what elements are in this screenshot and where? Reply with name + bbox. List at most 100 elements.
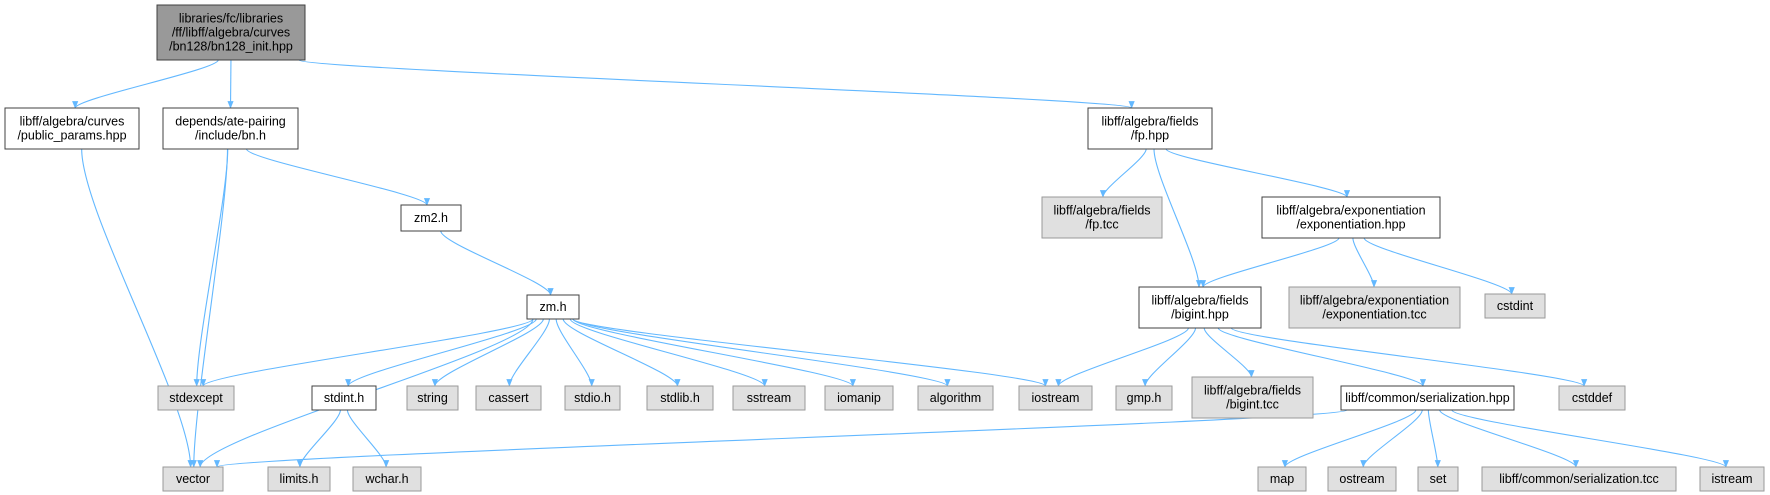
node-box xyxy=(526,294,580,320)
node-cstdint: cstdint xyxy=(1484,293,1546,319)
node-string: string xyxy=(406,385,459,411)
edge-serial_hpp-to-ostream xyxy=(1360,409,1423,468)
node-label: gmp.h xyxy=(1127,391,1162,405)
node-stdexcept: stdexcept xyxy=(157,385,235,411)
edge-zm_h-to-sstream xyxy=(569,318,768,387)
node-box xyxy=(1018,385,1093,411)
node-iomanip: iomanip xyxy=(824,385,894,411)
edge-zm_h-to-string xyxy=(431,318,544,387)
node-box xyxy=(1288,286,1461,329)
node-box xyxy=(732,385,806,411)
node-box xyxy=(1191,376,1314,419)
node-algorithm: algorithm xyxy=(917,385,994,411)
node-box xyxy=(157,385,235,411)
node-stdio-h: stdio.h xyxy=(564,385,621,411)
node-label: /exponentiation.tcc xyxy=(1322,308,1426,322)
node-box xyxy=(564,385,621,411)
edge-bn_h-to-vector xyxy=(190,148,229,468)
edge-zm_h-to-cassert xyxy=(506,318,550,387)
node-exp-hpp[interactable]: libff/algebra/exponentiation/exponentiat… xyxy=(1261,196,1441,239)
node-box xyxy=(1115,385,1173,411)
edge-zm2_h-to-zm_h xyxy=(440,230,554,296)
node-limits-h: limits.h xyxy=(267,466,331,492)
edge-exp_hpp-to-bigint_hpp xyxy=(1200,237,1340,288)
node-label: libff/algebra/curves xyxy=(20,115,125,129)
node-box xyxy=(1087,107,1213,150)
node-fp-tcc: libff/algebra/fields/fp.tcc xyxy=(1041,196,1163,239)
node-label: set xyxy=(1430,472,1447,486)
node-box xyxy=(1481,466,1677,492)
edge-bigint_hpp-to-gmp_h xyxy=(1142,327,1197,387)
node-box xyxy=(267,466,331,492)
edge-fp_hpp-to-exp_hpp xyxy=(1165,148,1350,198)
node-serial-tcc: libff/common/serialization.tcc xyxy=(1481,466,1677,492)
node-box xyxy=(1041,196,1163,239)
node-box xyxy=(400,204,462,232)
node-serial-hpp[interactable]: libff/common/serialization.hpp xyxy=(1340,385,1515,411)
node-box xyxy=(1417,466,1459,492)
node-label: zm.h xyxy=(539,300,566,314)
node-zm2-h[interactable]: zm2.h xyxy=(400,204,462,232)
node-bn-h[interactable]: depends/ate-pairing/include/bn.h xyxy=(162,107,299,150)
node-label: libff/common/serialization.hpp xyxy=(1345,391,1509,405)
edge-fp_hpp-to-bigint_hpp xyxy=(1153,148,1203,288)
node-label: map xyxy=(1270,472,1294,486)
node-label: ostream xyxy=(1339,472,1384,486)
node-public-params[interactable]: libff/algebra/curves/public_params.hpp xyxy=(4,107,140,150)
node-label: libff/algebra/exponentiation xyxy=(1276,204,1425,218)
node-box xyxy=(4,107,140,150)
edge-serial_hpp-to-istream xyxy=(1451,409,1729,468)
node-stdint-h[interactable]: stdint.h xyxy=(311,385,377,411)
node-iostream: iostream xyxy=(1018,385,1093,411)
node-label: /bigint.tcc xyxy=(1226,398,1279,412)
node-stdlib-h: stdlib.h xyxy=(646,385,714,411)
node-label: limits.h xyxy=(280,472,319,486)
node-label: istream xyxy=(1712,472,1753,486)
node-ostream: ostream xyxy=(1327,466,1397,492)
node-vector: vector xyxy=(162,466,224,492)
node-label: stdio.h xyxy=(574,391,611,405)
node-istream: istream xyxy=(1699,466,1765,492)
edge-serial_hpp-to-vector xyxy=(214,409,1348,468)
edge-bigint_hpp-to-cstddef xyxy=(1230,327,1588,387)
node-cassert: cassert xyxy=(475,385,542,411)
node-box xyxy=(1138,286,1262,329)
node-label: /exponentiation.hpp xyxy=(1296,218,1405,232)
node-label: sstream xyxy=(747,391,791,405)
node-box xyxy=(162,466,224,492)
node-box xyxy=(475,385,542,411)
edge-zm_h-to-stdio_h xyxy=(555,318,595,387)
node-label: /bigint.hpp xyxy=(1171,308,1229,322)
node-box xyxy=(1261,196,1441,239)
node-gmp-h: gmp.h xyxy=(1115,385,1173,411)
edge-serial_hpp-to-serial_tcc xyxy=(1439,409,1579,468)
edge-root-to-fp_hpp xyxy=(298,59,1135,109)
node-box xyxy=(1558,385,1626,411)
edge-bigint_hpp-to-serial_hpp xyxy=(1217,327,1426,387)
node-label: libraries/fc/libraries xyxy=(179,12,283,26)
node-set: set xyxy=(1417,466,1459,492)
edge-bn_h-to-stdexcept xyxy=(193,148,229,387)
node-label: libff/algebra/fields xyxy=(1204,384,1301,398)
node-bigint-hpp[interactable]: libff/algebra/fields/bigint.hpp xyxy=(1138,286,1262,329)
node-zm-h[interactable]: zm.h xyxy=(526,294,580,320)
node-label: /bn128/bn128_init.hpp xyxy=(169,40,293,54)
node-label: libff/common/serialization.tcc xyxy=(1499,472,1659,486)
node-box xyxy=(352,466,422,492)
edge-zm_h-to-iomanip xyxy=(572,318,856,387)
node-root[interactable]: libraries/fc/libraries/ff/libff/algebra/… xyxy=(156,4,306,61)
edge-stdint_h-to-limits_h xyxy=(296,409,341,468)
node-label: iomanip xyxy=(837,391,881,405)
node-box xyxy=(1484,293,1546,319)
node-box xyxy=(1257,466,1307,492)
node-fp-hpp[interactable]: libff/algebra/fields/fp.hpp xyxy=(1087,107,1213,150)
edge-bigint_hpp-to-iostream xyxy=(1055,327,1189,387)
node-label: algorithm xyxy=(930,391,981,405)
node-box xyxy=(311,385,377,411)
edge-public_params-to-vector xyxy=(81,148,194,468)
edge-exp_hpp-to-cstdint xyxy=(1363,237,1515,295)
node-label: cassert xyxy=(488,391,529,405)
node-box xyxy=(1340,385,1515,411)
node-box xyxy=(1327,466,1397,492)
